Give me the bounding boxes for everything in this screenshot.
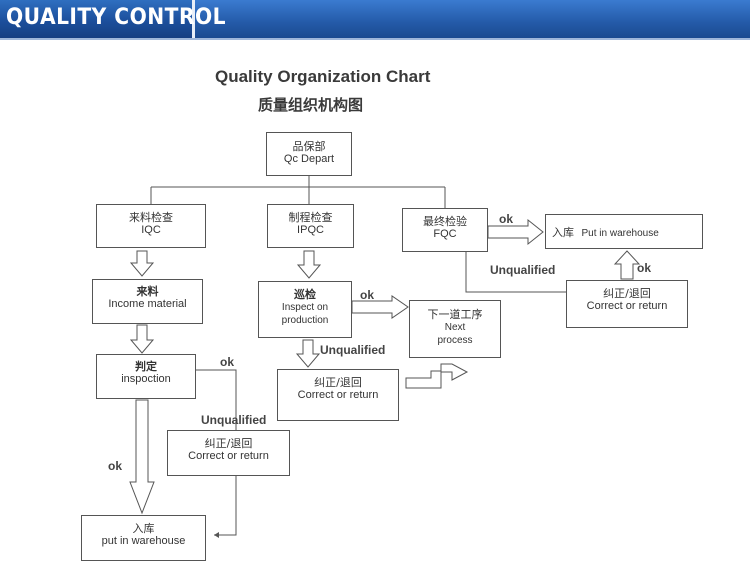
arrow-iqc-down (129, 250, 155, 277)
node-correct-iqc-zh: 纠正/退回 (204, 437, 253, 450)
node-warehouse-top-en: Put in warehouse (581, 228, 659, 239)
node-inspect-en2: production (281, 315, 329, 326)
node-correct-iqc-en: Correct or return (188, 450, 269, 462)
node-ipqc: 制程检查 IPQC (267, 204, 354, 248)
node-fqc-zh: 最终检验 (423, 215, 467, 228)
node-judge-zh: 判定 (135, 360, 157, 373)
chart-title-chinese: 质量组织机构图 (258, 96, 364, 114)
banner-title: QUALITY CONTROL (6, 5, 227, 30)
arrow-judge-long (129, 399, 155, 515)
node-qc-depart: 品保部 Qc Depart (266, 132, 352, 176)
arrow-ipqc-down (296, 250, 322, 279)
node-warehouse-bottom-zh: 入库 (132, 522, 155, 535)
node-judge-en: inspoction (121, 373, 171, 385)
label-unqualified-fqc: Unqualified (490, 263, 556, 277)
node-fqc: 最终检验 FQC (402, 208, 488, 252)
arrow-return-up (613, 250, 641, 280)
label-ok-return: ok (637, 261, 652, 275)
node-correct-fqc-en: Correct or return (586, 300, 668, 312)
header-banner-stripe (194, 0, 750, 38)
node-ipqc-en: IPQC (297, 224, 324, 236)
arrow-correct-ipqc-up (405, 363, 469, 389)
node-next-process: 下一道工序 Next process (409, 300, 501, 358)
node-income-en: Income material (108, 298, 187, 310)
arrow-fqc-ok (487, 218, 544, 246)
node-next-en2: process (437, 335, 473, 346)
node-inspect-production: 巡检 Inspect on production (258, 281, 352, 338)
node-next-zh: 下一道工序 (427, 308, 483, 321)
node-correct-fqc-zh: 纠正/退回 (603, 287, 651, 300)
node-ipqc-zh: 制程检查 (288, 211, 333, 224)
label-unqualified-iqc: Unqualified (201, 413, 267, 427)
node-fqc-en: FQC (433, 228, 457, 240)
connector-correct-to-warehouse (214, 475, 237, 536)
node-correct-iqc: 纠正/退回 Correct or return (167, 430, 290, 476)
arrow-inspect-ok (351, 295, 409, 319)
node-qc-en: Qc Depart (283, 153, 335, 165)
node-qc-zh: 品保部 (292, 140, 326, 153)
node-income-material: 来料 Income material (92, 279, 203, 324)
node-correct-ipqc-en: Correct or return (297, 389, 379, 401)
node-income-zh: 来料 (136, 285, 159, 298)
connector-judge-ok (196, 369, 237, 430)
node-correct-fqc: 纠正/退回 Correct or return (566, 280, 688, 328)
label-ok-judge: ok (220, 355, 235, 369)
label-ok-ipqc: ok (360, 288, 375, 302)
arrow-inspect-down (295, 339, 321, 368)
node-warehouse-bottom: 入库 put in warehouse (81, 515, 206, 561)
node-iqc: 来料检查 IQC (96, 204, 206, 248)
node-inspect-en1: Inspect on (281, 302, 329, 313)
header-separator (192, 0, 195, 38)
node-iqc-zh: 来料检查 (129, 211, 173, 224)
node-correct-ipqc: 纠正/退回 Correct or return (277, 369, 399, 421)
node-warehouse-bottom-en: put in warehouse (101, 535, 186, 547)
node-next-en1: Next (444, 322, 466, 333)
node-correct-ipqc-zh: 纠正/退回 (314, 376, 362, 389)
node-warehouse-top-zh: 入库 (552, 226, 574, 239)
arrow-income-down (129, 324, 155, 354)
chart-title-english: Quality Organization Chart (215, 67, 431, 86)
label-unqualified-ipqc: Unqualified (320, 343, 386, 357)
node-warehouse-top: 入库 Put in warehouse (545, 214, 703, 249)
header-underline (0, 38, 750, 40)
node-judge-inspection: 判定 inspoction (96, 354, 196, 399)
label-ok-iqc: ok (108, 459, 123, 473)
arrowhead-warehouse (214, 532, 219, 538)
node-inspect-zh: 巡检 (294, 288, 316, 301)
connector-fqc-unqualified (465, 252, 566, 293)
node-iqc-en: IQC (141, 224, 161, 236)
label-ok-fqc: ok (499, 212, 514, 226)
